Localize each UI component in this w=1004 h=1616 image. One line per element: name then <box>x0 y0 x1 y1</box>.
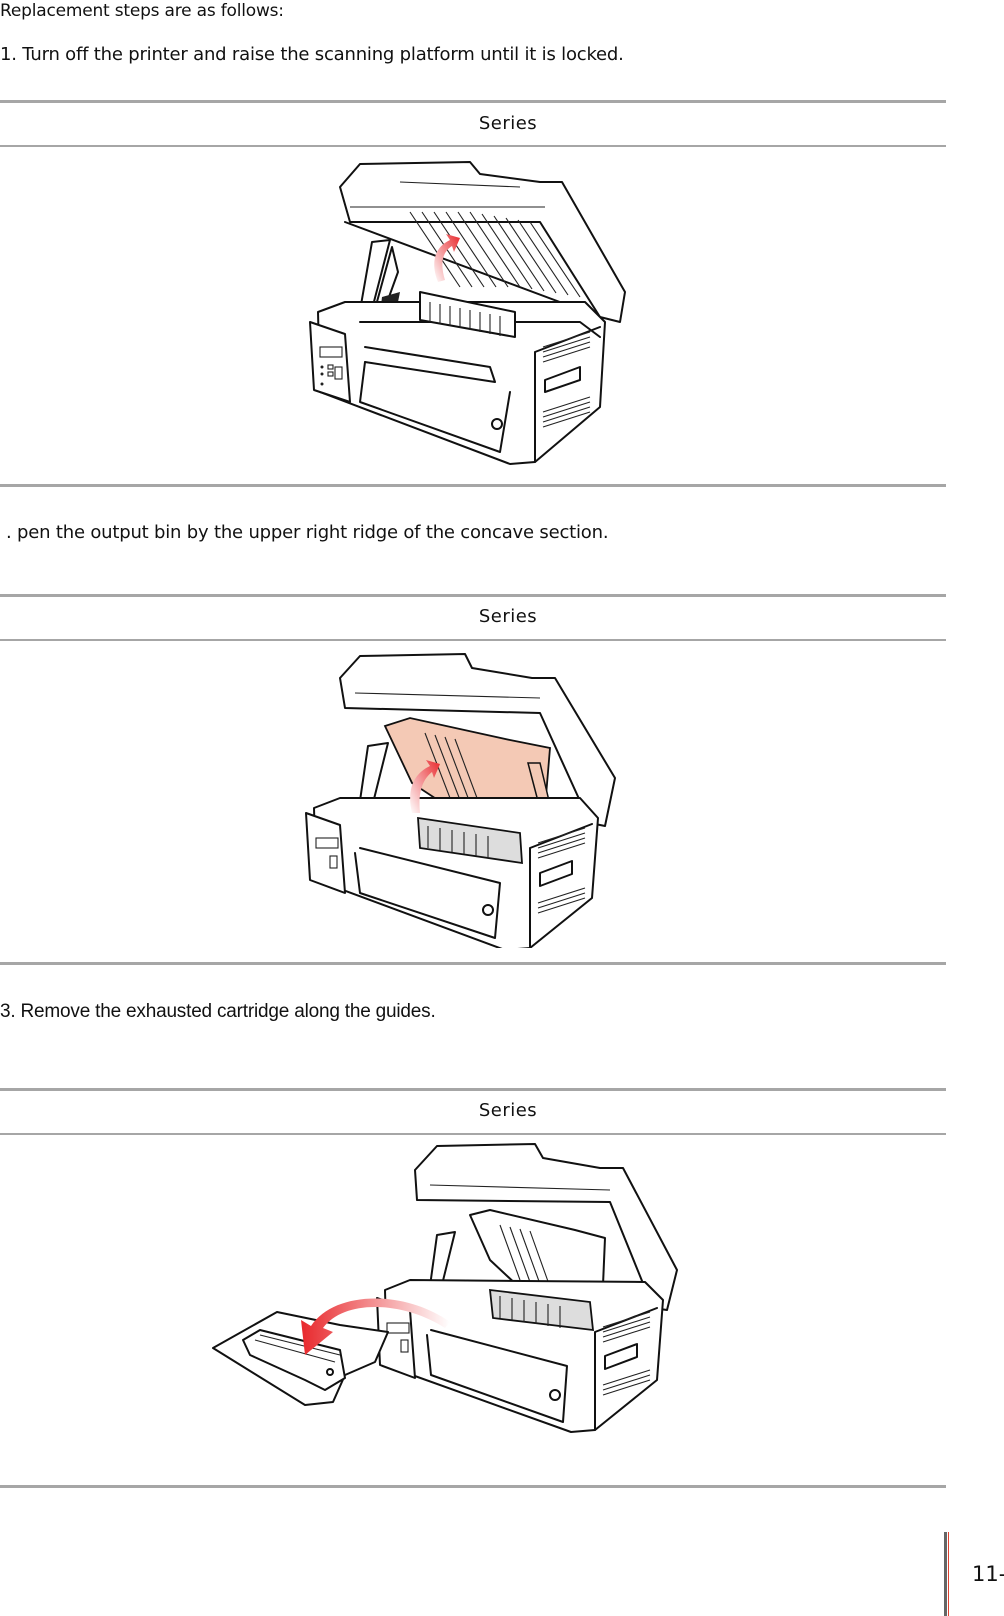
table-header-rule <box>0 639 946 641</box>
footer-divider-gray <box>944 1532 947 1616</box>
step-3-text: 3. Remove the exhausted cartridge along … <box>0 1001 436 1022</box>
remove-arrow-icon <box>301 1298 450 1355</box>
open-arrow-icon <box>410 760 440 813</box>
table-bottom-rule <box>0 484 946 487</box>
intro-text: Replacement steps are as follows: <box>0 1 284 21</box>
table-bottom-rule <box>0 1485 946 1488</box>
table-header-rule <box>0 145 946 147</box>
printer-output-bin-opened-illustration <box>305 653 616 948</box>
table-top-rule <box>0 100 946 103</box>
step-2-text: . pen the output bin by the upper right … <box>6 522 609 543</box>
table-header-series: Series <box>478 606 538 627</box>
footer-divider-red <box>948 1532 949 1616</box>
printer-scanner-raised-illustration <box>309 161 626 465</box>
table-header-series: Series <box>478 113 538 134</box>
table-top-rule <box>0 1088 946 1091</box>
table-top-rule <box>0 594 946 597</box>
table-bottom-rule <box>0 962 946 965</box>
step-1-text: 1. Turn off the printer and raise the sc… <box>0 44 624 65</box>
lift-arrow-icon <box>434 234 460 282</box>
table-header-rule <box>0 1133 946 1135</box>
table-header-series: Series <box>478 1100 538 1121</box>
printer-cartridge-removed-illustration <box>212 1143 678 1433</box>
page-number: 11- <box>972 1562 1004 1586</box>
